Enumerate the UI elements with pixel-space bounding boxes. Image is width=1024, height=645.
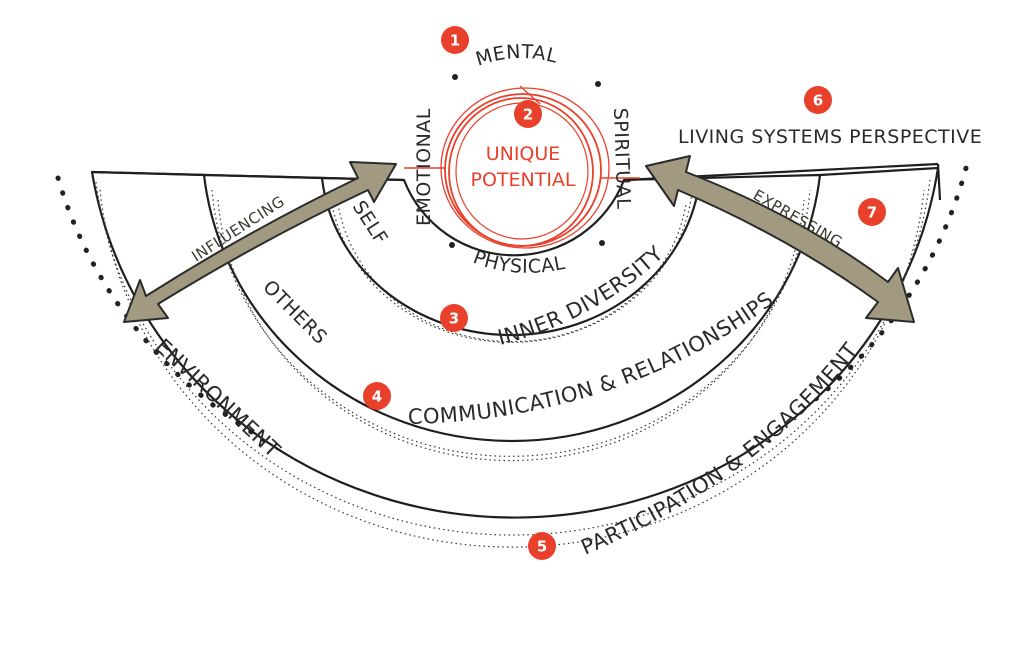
badge-5: 5 <box>528 532 556 560</box>
badge-2: 2 <box>514 100 542 128</box>
badge-3: 3 <box>440 304 468 332</box>
arrow-expressing <box>645 155 915 323</box>
core-label-line2: POTENTIAL <box>470 169 575 191</box>
badge-6: 6 <box>804 86 832 114</box>
unique-potential-core <box>404 85 640 249</box>
core-label-line1: UNIQUE <box>486 143 561 165</box>
svg-text:7: 7 <box>867 204 877 222</box>
label-spiritual: SPIRITUAL <box>609 107 634 209</box>
badge-7: 7 <box>858 198 886 226</box>
label-living-systems-perspective: LIVING SYSTEMS PERSPECTIVE <box>678 126 982 148</box>
label-mental: MENTAL <box>473 41 560 71</box>
svg-text:3: 3 <box>449 310 459 328</box>
svg-text:6: 6 <box>813 92 823 110</box>
svg-text:4: 4 <box>372 388 382 406</box>
arrow-influencing <box>123 161 397 323</box>
svg-text:1: 1 <box>450 32 460 50</box>
svg-text:5: 5 <box>537 538 547 556</box>
core-dots <box>449 74 605 248</box>
badge-4: 4 <box>363 382 391 410</box>
svg-text:2: 2 <box>523 106 533 124</box>
badge-1: 1 <box>441 26 469 54</box>
ring-self <box>320 176 702 344</box>
label-emotional: EMOTIONAL <box>413 108 435 226</box>
